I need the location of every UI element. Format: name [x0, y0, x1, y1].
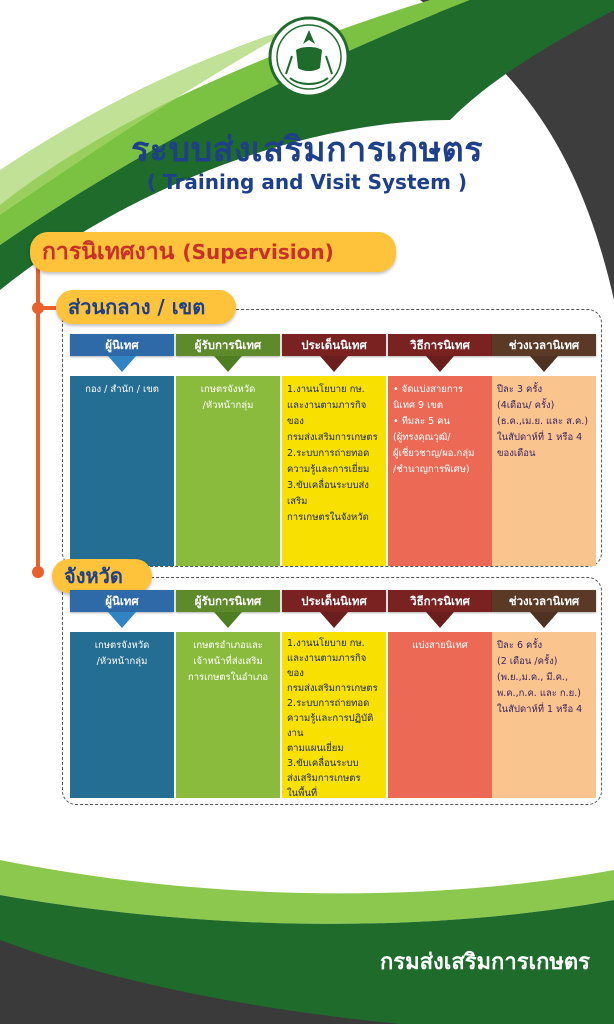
province-supervisee-list: เกษตรอำเภอและ เจ้าหน้าที่ส่งเสริม การเกษ…: [176, 632, 280, 798]
department-seal-logo: [268, 16, 350, 98]
list-item: พ.ค.,ก.ค. และ ก.ย.): [497, 688, 581, 699]
province-frame: [62, 577, 602, 805]
list-item: ส่งเสริมการเกษตร: [287, 773, 361, 784]
province-label: จังหวัด: [52, 559, 152, 593]
list-item: และงานตามภารกิจของ: [287, 400, 367, 427]
list-item: 2.ระบบการถ่ายทอด: [287, 448, 370, 459]
central-methods-column: วิธีการนิเทศ • จัดแบ่งสายการ นิเทศ 9 เขต…: [388, 334, 492, 566]
central-supervisee-column: ผู้รับการนิเทศ เกษตรจังหวัด /หัวหน้ากลุ่…: [176, 334, 280, 566]
central-period-list: ปีละ 3 ครั้ง (4เดือน/ ครั้ง) (ธ.ค.,เม.ย.…: [492, 376, 596, 566]
list-item: ตามแผนเยี่ยม: [287, 743, 344, 754]
main-title: ระบบส่งเสริมการเกษตร: [131, 130, 483, 170]
province-topics-list: 1.งานนโยบาย กษ. และงานตามภารกิจของ กรมส่…: [282, 632, 386, 799]
column-header: ช่วงเวลานิเทศ: [492, 334, 596, 356]
central-supervisee-list: เกษตรจังหวัด /หัวหน้ากลุ่ม: [176, 376, 280, 566]
list-item: ความรู้และการปฏิบัติงาน: [287, 713, 374, 739]
column-header: วิธีการนิเทศ: [388, 590, 492, 612]
supervision-title-en: (Supervision): [182, 240, 334, 264]
central-supervisor-column: ผู้นิเทศ กอง / สำนัก / เขต: [70, 334, 174, 566]
top-dark-gray-swoosh: [420, 0, 614, 300]
province-methods-column: วิธีการนิเทศ แบ่งสายนิเทศ: [388, 590, 492, 798]
column-header: ผู้รับการนิเทศ: [176, 334, 280, 356]
column-header: วิธีการนิเทศ: [388, 334, 492, 356]
list-item: 1.งานนโยบาย กษ.: [287, 384, 365, 395]
arrow-down-icon: [214, 612, 242, 628]
list-item: /หัวหน้ากลุ่ม: [96, 656, 148, 667]
supervision-heading: การนิเทศงาน (Supervision): [30, 232, 396, 272]
central-topics-list: 1.งานนโยบาย กษ. และงานตามภารกิจของ กรมส่…: [282, 376, 386, 566]
central-frame: [62, 309, 602, 567]
list-item: ความรู้และการเยี่ยม: [287, 464, 370, 475]
list-item: • ทีมละ 5 คน: [393, 416, 451, 427]
column-header: ผู้นิเทศ: [70, 590, 174, 612]
column-header: ผู้รับการนิเทศ: [176, 590, 280, 612]
list-item: /หัวหน้ากลุ่ม: [202, 400, 254, 411]
arrow-down-icon: [426, 356, 454, 372]
supervision-title-th: การนิเทศงาน: [42, 239, 175, 265]
list-item: นิเทศ 9 เขต: [393, 400, 444, 411]
list-item: เจ้าหน้าที่ส่งเสริม: [193, 656, 263, 667]
list-item: กรมส่งเสริมการเกษตร: [287, 432, 378, 443]
list-item: • จัดแบ่งสายการ: [393, 384, 464, 395]
province-period-column: ช่วงเวลานิเทศ ปีละ 6 ครั้ง (2 เดือน /ครั…: [492, 590, 596, 798]
arrow-down-icon: [108, 612, 136, 628]
column-header: ประเด็นนิเทศ: [282, 334, 386, 356]
list-item: กอง / สำนัก / เขต: [85, 384, 159, 395]
footer-organization-name: กรมส่งเสริมการเกษตร: [379, 950, 590, 975]
list-item: ปีละ 3 ครั้ง: [497, 384, 543, 395]
province-period-list: ปีละ 6 ครั้ง (2 เดือน /ครั้ง) (พ.ย.,ม.ค.…: [492, 632, 596, 798]
province-supervisor-column: ผู้นิเทศ เกษตรจังหวัด /หัวหน้ากลุ่ม: [70, 590, 174, 798]
central-label: ส่วนกลาง / เขต: [56, 290, 236, 324]
list-item: ในสัปดาห์ที่ 1 หรือ 4: [497, 704, 583, 715]
central-label-text: ส่วนกลาง / เขต: [68, 295, 206, 319]
central-topics-column: ประเด็นนิเทศ 1.งานนโยบาย กษ. และงานตามภา…: [282, 334, 386, 566]
list-item: ผู้เชี่ยวชาญ/ผอ.กลุ่ม: [393, 448, 475, 459]
column-header: ประเด็นนิเทศ: [282, 590, 386, 612]
province-topics-column: ประเด็นนิเทศ 1.งานนโยบาย กษ. และงานตามภา…: [282, 590, 386, 799]
list-item: เกษตรอำเภอและ: [193, 640, 263, 651]
list-item: 2.ระบบการถ่ายทอด: [287, 698, 370, 709]
list-item: /ชำนาญการพิเศษ): [393, 464, 470, 475]
arrow-down-icon: [108, 356, 136, 372]
list-item: 1.งานนโยบาย กษ.: [287, 638, 365, 649]
bottom-light-green-band: [0, 860, 614, 924]
list-item: ในสัปดาห์ที่ 1 หรือ 4: [497, 432, 583, 443]
arrow-down-icon: [320, 356, 348, 372]
list-item: การเกษตรในอำเภอ: [187, 672, 269, 683]
bottom-dark-gray-band: [0, 940, 400, 1024]
arrow-down-icon: [426, 612, 454, 628]
list-item: การเกษตรในจังหวัด: [287, 512, 369, 523]
list-item: (2 เดือน /ครั้ง): [497, 656, 558, 667]
central-methods-list: • จัดแบ่งสายการ นิเทศ 9 เขต • ทีมละ 5 คน…: [388, 376, 492, 566]
list-item: (ผู้ทรงคุณวุฒิ/: [393, 432, 451, 443]
arrow-down-icon: [214, 356, 242, 372]
list-item: (ธ.ค.,เม.ย. และ ส.ค.): [497, 416, 589, 427]
arrow-down-icon: [320, 612, 348, 628]
list-item: กรมส่งเสริมการเกษตร: [287, 683, 378, 694]
arrow-down-icon: [530, 356, 558, 372]
column-header: ช่วงเวลานิเทศ: [492, 590, 596, 612]
list-item: (4เดือน/ ครั้ง): [497, 400, 555, 411]
province-methods-list: แบ่งสายนิเทศ: [388, 632, 492, 798]
list-item: 3.ขับเคลื่อนระบบ: [287, 758, 359, 769]
list-item: แบ่งสายนิเทศ: [412, 640, 468, 651]
list-item: เกษตรจังหวัด: [200, 384, 256, 395]
list-item: ในพื้นที่: [287, 788, 318, 799]
arrow-down-icon: [530, 612, 558, 628]
province-supervisee-column: ผู้รับการนิเทศ เกษตรอำเภอและ เจ้าหน้าที่…: [176, 590, 280, 798]
main-subtitle: ( Training and Visit System ): [146, 170, 468, 194]
central-period-column: ช่วงเวลานิเทศ ปีละ 3 ครั้ง (4เดือน/ ครั้…: [492, 334, 596, 566]
list-item: 3.ขับเคลื่อนระบบส่งเสริม: [287, 480, 369, 507]
central-supervisor-list: กอง / สำนัก / เขต: [70, 376, 174, 566]
list-item: (พ.ย.,ม.ค., มี.ค.,: [497, 672, 568, 683]
province-label-text: จังหวัด: [64, 564, 123, 588]
column-header: ผู้นิเทศ: [70, 334, 174, 356]
province-supervisor-list: เกษตรจังหวัด /หัวหน้ากลุ่ม: [70, 632, 174, 798]
top-dark-green-band: [0, 0, 614, 290]
list-item: และงานตามภารกิจของ: [287, 653, 367, 679]
list-item: ของเดือน: [497, 448, 536, 459]
list-item: เกษตรจังหวัด: [94, 640, 150, 651]
list-item: ปีละ 6 ครั้ง: [497, 640, 543, 651]
